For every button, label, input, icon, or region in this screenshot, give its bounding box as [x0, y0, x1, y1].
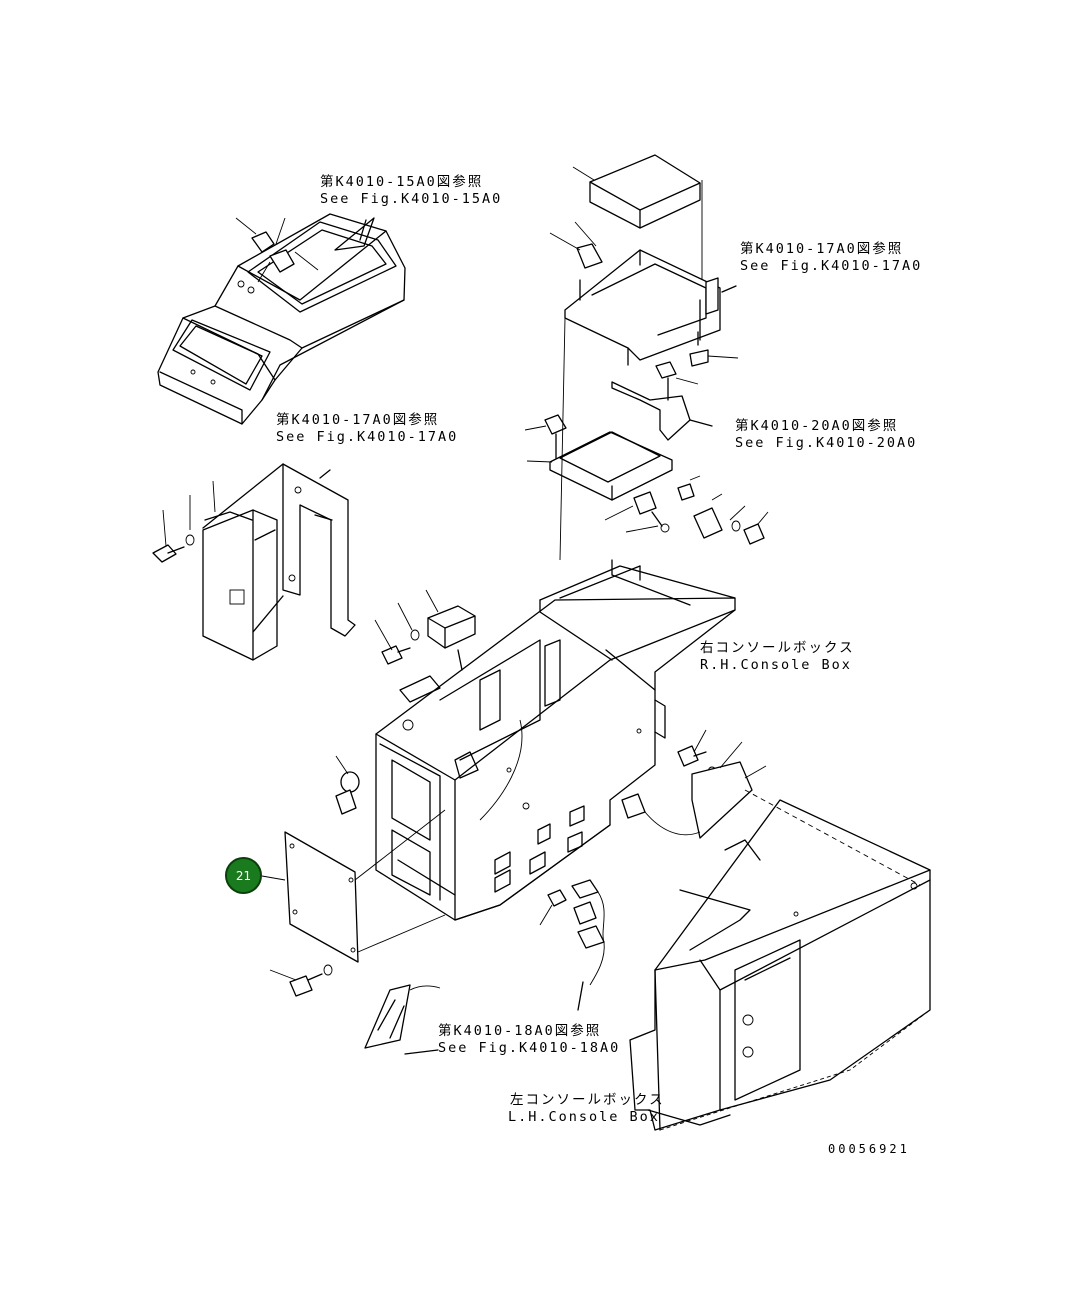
callout-17a0-left-en: See Fig.K4010-17A0 — [276, 429, 459, 445]
leader-lines — [319, 180, 921, 886]
tray-bracket-assembly — [524, 414, 769, 545]
callout-15a0-en: See Fig.K4010-15A0 — [320, 191, 503, 207]
drawing-number: 00056921 — [828, 1142, 910, 1156]
callout-20a0-en: See Fig.K4010-20A0 — [735, 435, 918, 451]
part-21-marker[interactable]: 21 — [225, 857, 262, 894]
callout-17a0-upper-en: See Fig.K4010-17A0 — [740, 258, 923, 274]
lh-console-box-jp: 左コンソールボックス — [510, 1092, 665, 1108]
relay-and-bolts — [335, 589, 476, 815]
callout-17a0-left-jp: 第K4010-17A0図参照 — [276, 412, 440, 428]
right-top-brackets — [549, 154, 739, 441]
controller-box-assembly — [152, 463, 356, 661]
callout-17a0-upper-jp: 第K4010-17A0図参照 — [740, 241, 904, 257]
callout-18a0-jp: 第K4010-18A0図参照 — [438, 1023, 602, 1039]
callout-18a0-en: See Fig.K4010-18A0 — [438, 1040, 621, 1056]
cover-plate-21 — [261, 809, 446, 997]
main-console-frame — [375, 559, 736, 921]
lh-console-box — [629, 799, 931, 1131]
monitor-panel-assembly — [157, 213, 406, 425]
rh-console-box-en: R.H.Console Box — [700, 657, 852, 673]
lh-console-box-en: L.H.Console Box — [508, 1109, 660, 1125]
wire-harness — [364, 879, 605, 1055]
rh-console-box-jp: 右コンソールボックス — [700, 640, 855, 656]
callout-15a0-jp: 第K4010-15A0図参照 — [320, 174, 484, 190]
callout-20a0-jp: 第K4010-20A0図参照 — [735, 418, 899, 434]
rh-console-parts — [621, 729, 767, 839]
